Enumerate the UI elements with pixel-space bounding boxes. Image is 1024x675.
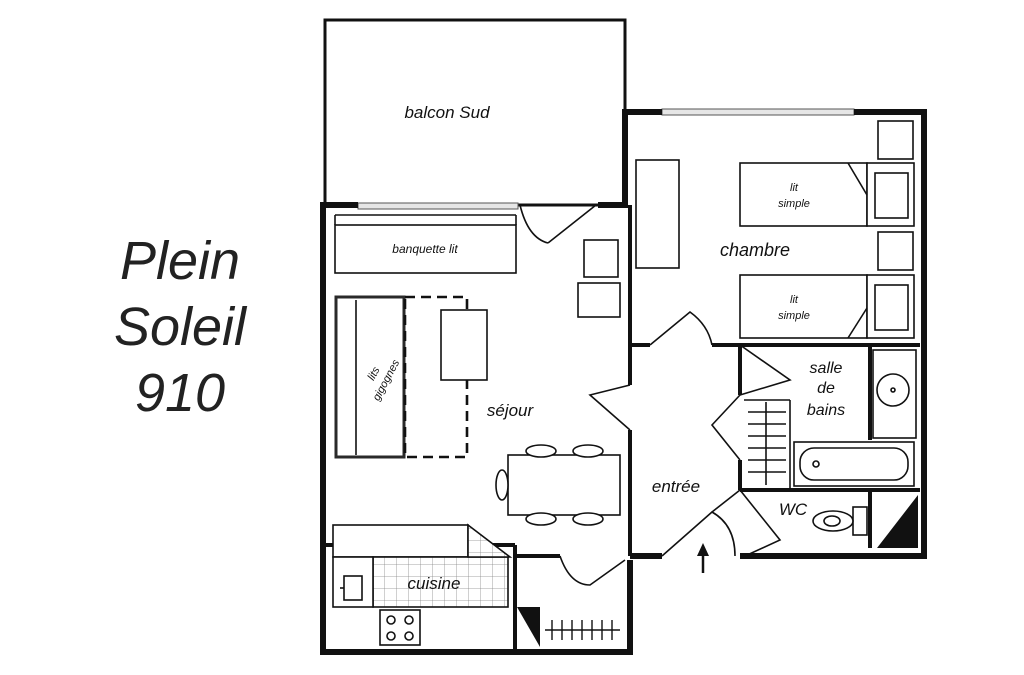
label-entree: entrée bbox=[652, 477, 700, 496]
nightstand-1 bbox=[877, 120, 914, 160]
bathroom-fixtures bbox=[744, 349, 918, 548]
dining-table bbox=[507, 454, 621, 516]
kitchen bbox=[332, 523, 620, 647]
coffee-table bbox=[440, 309, 488, 381]
label-sejour: séjour bbox=[487, 401, 535, 420]
label-bains: bains bbox=[807, 402, 845, 419]
title-line-1: Plein bbox=[119, 231, 241, 291]
room-labels: balcon Sud chambre séjour entrée cuisine… bbox=[404, 103, 845, 593]
bedroom-furniture bbox=[635, 120, 915, 339]
door-swings bbox=[519, 204, 792, 586]
toilet-icon bbox=[812, 506, 868, 536]
bed-2 bbox=[739, 274, 868, 339]
plan-title: Plein Soleil 910 bbox=[95, 228, 265, 426]
label-cuisine: cuisine bbox=[408, 574, 461, 593]
kitchen-tiles bbox=[372, 556, 509, 608]
exterior-walls bbox=[320, 109, 927, 655]
label-salle: salle bbox=[810, 360, 843, 377]
title-line-3: 910 bbox=[134, 363, 226, 423]
label-wc: WC bbox=[779, 500, 808, 519]
entrance-arrow-icon bbox=[697, 543, 709, 573]
stove-icon bbox=[386, 615, 414, 641]
label-de: de bbox=[817, 380, 835, 397]
label-chambre: chambre bbox=[720, 240, 790, 260]
label-balcon: balcon Sud bbox=[404, 103, 490, 122]
bed-1 bbox=[739, 162, 868, 227]
label-lit-2: lit bbox=[790, 294, 799, 306]
living-furniture bbox=[334, 214, 621, 526]
title-line-2: Soleil bbox=[113, 297, 247, 357]
trundle-bed bbox=[334, 295, 406, 459]
sofa-bed bbox=[334, 224, 517, 274]
label-lit-1: lit bbox=[790, 182, 799, 194]
radiator bbox=[545, 620, 620, 640]
nightstand-2 bbox=[877, 231, 914, 271]
label-simple-1: simple bbox=[778, 198, 810, 210]
label-simple-2: simple bbox=[778, 310, 810, 322]
wardrobe bbox=[635, 159, 680, 269]
closet-shelves bbox=[748, 402, 786, 485]
label-banquette: banquette lit bbox=[392, 242, 458, 256]
label-lits: lits bbox=[366, 365, 383, 383]
